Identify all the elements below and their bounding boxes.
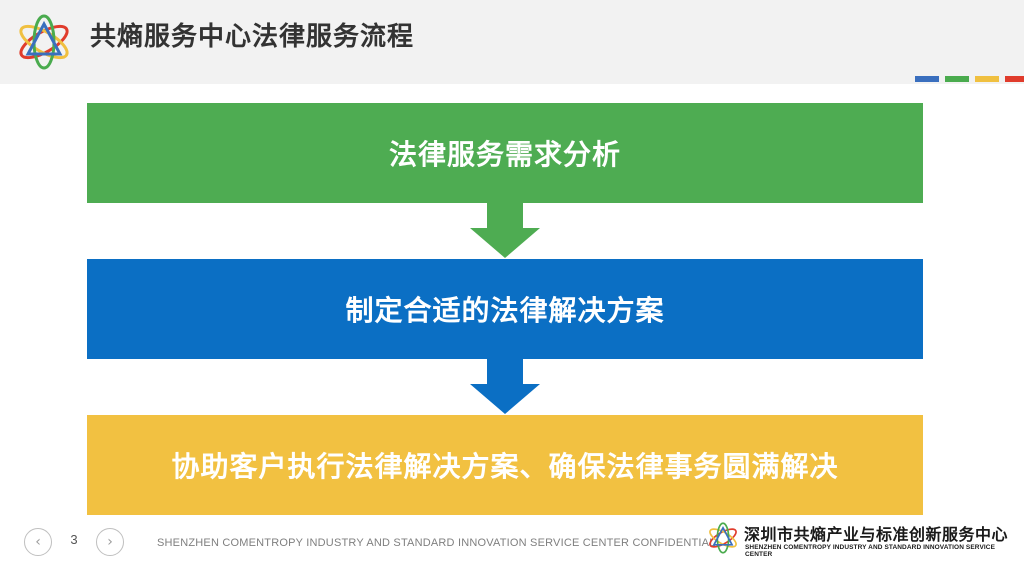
slide-header: 共熵服务中心法律服务流程	[0, 0, 1024, 84]
down-arrow-1-icon	[470, 203, 540, 258]
accent-bar-red	[1005, 76, 1024, 82]
flow-step-3-label: 协助客户执行法律解决方案、确保法律事务圆满解决	[171, 450, 839, 483]
chevron-left-icon: ‹	[35, 534, 41, 550]
accent-bar-blue	[915, 76, 939, 82]
accent-bar-yellow	[975, 76, 999, 82]
next-slide-button[interactable]: ›	[96, 528, 124, 556]
page-number: 3	[70, 532, 78, 547]
atom-orbit-logo-icon	[19, 14, 69, 70]
flow-step-2: 制定合适的法律解决方案	[87, 259, 923, 359]
org-name-cn: 深圳市共熵产业与标准创新服务中心	[744, 525, 1009, 544]
page-title: 共熵服务中心法律服务流程	[90, 22, 415, 52]
accent-color-bars	[915, 76, 1024, 82]
flow-step-1: 法律服务需求分析	[87, 103, 923, 203]
chevron-right-icon: ›	[107, 534, 113, 550]
confidential-notice: SHENZHEN COMENTROPY INDUSTRY AND STANDAR…	[157, 537, 716, 549]
flow-step-2-label: 制定合适的法律解决方案	[345, 294, 665, 327]
org-logo-icon	[709, 522, 737, 554]
org-name-en: SHENZHEN COMENTROPY INDUSTRY AND STANDAR…	[745, 544, 996, 558]
accent-bar-green	[945, 76, 969, 82]
flow-step-3: 协助客户执行法律解决方案、确保法律事务圆满解决	[87, 415, 923, 515]
flow-step-1-label: 法律服务需求分析	[388, 138, 621, 171]
prev-slide-button[interactable]: ‹	[24, 528, 52, 556]
down-arrow-2-icon	[470, 359, 540, 414]
